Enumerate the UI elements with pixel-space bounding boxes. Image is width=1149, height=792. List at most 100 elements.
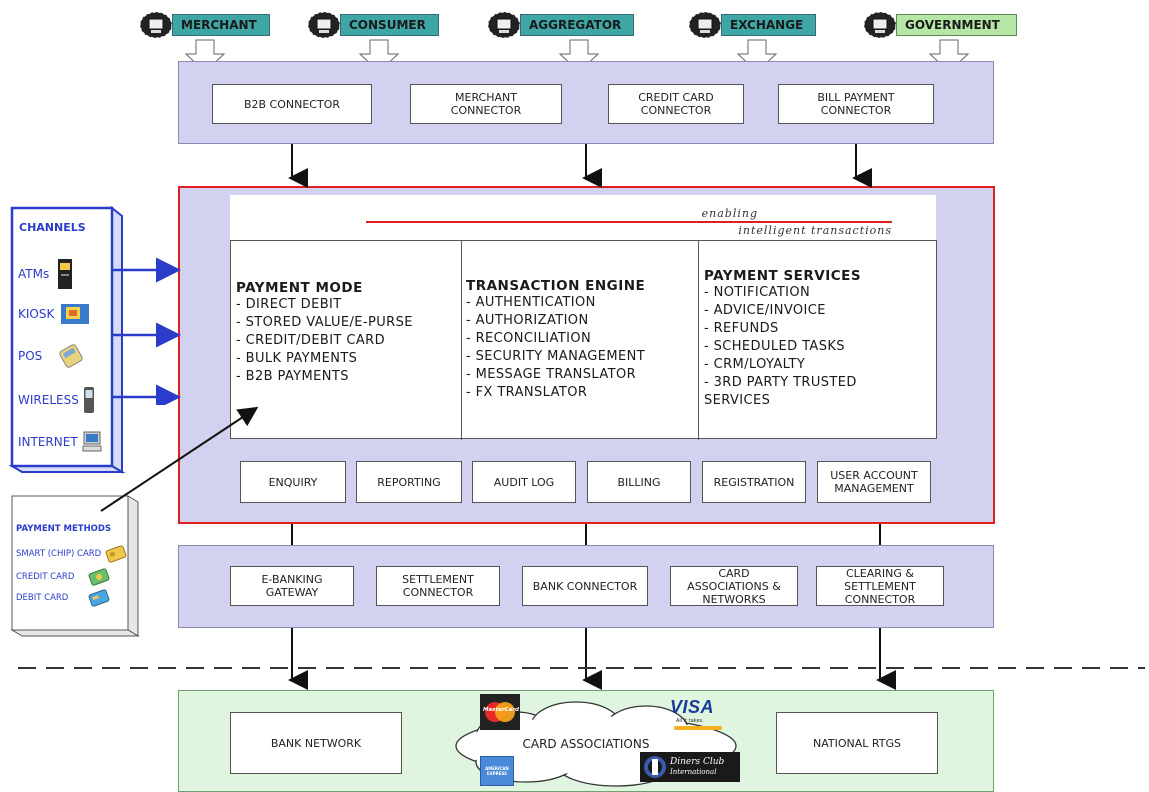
mastercard-logo: MasterCard <box>480 694 520 730</box>
merchant-connector: MERCHANT CONNECTOR <box>410 84 562 124</box>
payment-method-label: CREDIT CARD <box>16 572 75 582</box>
audit-log-box: AUDIT LOG <box>472 461 576 503</box>
bill-payment-connector-line1: BILL PAYMENT <box>817 91 895 104</box>
clearing-line2: SETTLEMENT <box>844 579 916 593</box>
list-item: SERVICES <box>704 393 771 408</box>
entity-aggregator: AGGREGATOR <box>486 10 635 40</box>
list-item: - AUTHENTICATION <box>466 295 596 310</box>
black-arrow <box>100 406 259 512</box>
tagline-red-line <box>366 221 892 223</box>
settlement-line1: SETTLEMENT <box>402 573 474 586</box>
list-item: - ADVICE/INVOICE <box>704 303 826 318</box>
tagline-line2: intelligent transactions <box>738 224 892 237</box>
mobile-phone-icon <box>83 387 94 413</box>
b2b-connector-label: B2B CONNECTOR <box>243 97 341 111</box>
channel-label: POS <box>18 349 43 363</box>
diners-line1: Diners Club <box>670 757 725 767</box>
kiosk-icon <box>61 304 90 324</box>
list-item: - CRM/LOYALTY <box>704 357 806 372</box>
tagline-line1: enabling <box>701 207 758 220</box>
payment-method-debit-card: DEBIT CARD <box>16 588 110 608</box>
audit-log-label: AUDIT LOG <box>493 475 555 489</box>
reporting-box: REPORTING <box>356 461 462 503</box>
bank-network-box: BANK NETWORK <box>230 712 402 774</box>
entity-merchant: MERCHANT <box>138 10 270 40</box>
transaction-engine-list: - AUTHENTICATION - AUTHORIZATION - RECON… <box>466 294 698 402</box>
channel-wireless: WIRELESS <box>18 386 95 414</box>
payment-mode-list: - DIRECT DEBIT - STORED VALUE/E-PURSE - … <box>236 296 458 386</box>
list-item: - AUTHORIZATION <box>466 313 589 328</box>
entity-label: AGGREGATOR <box>520 14 635 36</box>
billing-label: BILLING <box>617 475 661 489</box>
user-account-box: USER ACCOUNT MANAGEMENT <box>817 461 931 503</box>
bank-connector-label: BANK CONNECTOR <box>532 579 638 593</box>
list-item: - B2B PAYMENTS <box>236 369 349 384</box>
list-item: - SCHEDULED TASKS <box>704 339 845 354</box>
payment-services-list: - NOTIFICATION - ADVICE/INVOICE - REFUND… <box>704 284 934 410</box>
ebanking-line2: GATEWAY <box>265 586 319 599</box>
national-rtgs-box: NATIONAL RTGS <box>776 712 938 774</box>
visa-tagline: All it takes. <box>676 718 704 724</box>
credit-card-connector: CREDIT CARD CONNECTOR <box>608 84 744 124</box>
payment-mode-title: PAYMENT MODE <box>236 280 363 296</box>
payment-method-smart-card: SMART (CHIP) CARD <box>16 544 127 564</box>
visa-logo: VISA <box>670 697 715 717</box>
channel-internet: INTERNET <box>18 430 103 454</box>
globe-network-icon <box>487 11 521 39</box>
diners-club-text: Diners Club International <box>670 757 724 777</box>
enquiry-box: ENQUIRY <box>240 461 346 503</box>
transaction-engine-title: TRANSACTION ENGINE <box>466 278 646 294</box>
tagline-panel <box>230 195 936 240</box>
amex-text: AMERICAN EXPRESS <box>485 766 509 776</box>
payment-methods-3d-box <box>10 495 140 637</box>
merchant-connector-line1: MERCHANT <box>455 91 517 104</box>
bank-network-label: BANK NETWORK <box>270 736 362 750</box>
mastercard-icon <box>485 702 515 722</box>
bank-connector-box: BANK CONNECTOR <box>522 566 648 606</box>
column-divider <box>461 241 462 440</box>
entity-label: MERCHANT <box>172 14 270 36</box>
payment-method-credit-card: CREDIT CARD <box>16 567 110 587</box>
b2b-connector: B2B CONNECTOR <box>212 84 372 124</box>
ebanking-gateway-box: E-BANKING GATEWAY <box>230 566 354 606</box>
entity-government: GOVERNMENT <box>862 10 1017 40</box>
debit-card-icon <box>88 589 110 607</box>
clearing-settlement-box: CLEARING & SETTLEMENT CONNECTOR <box>816 566 944 606</box>
bill-payment-connector-line2: CONNECTOR <box>820 104 892 117</box>
list-item: - MESSAGE TRANSLATOR <box>466 367 637 382</box>
entity-consumer: CONSUMER <box>306 10 439 40</box>
user-account-line1: USER ACCOUNT <box>830 469 918 482</box>
credit-card-connector-line1: CREDIT CARD <box>638 91 714 104</box>
payment-methods-title: PAYMENT METHODS <box>16 524 112 534</box>
list-item: - NOTIFICATION <box>704 285 811 300</box>
channel-atms: ATMs <box>18 258 73 290</box>
national-rtgs-label: NATIONAL RTGS <box>813 736 901 750</box>
channel-label: WIRELESS <box>18 393 79 407</box>
core-columns <box>230 240 937 440</box>
registration-label: REGISTRATION <box>713 475 795 489</box>
payment-method-label: SMART (CHIP) CARD <box>16 549 102 559</box>
list-item: - SECURITY MANAGEMENT <box>466 349 646 364</box>
globe-network-icon <box>307 11 341 39</box>
computer-icon <box>82 431 102 452</box>
registration-box: REGISTRATION <box>702 461 806 503</box>
card-associations-networks-box: CARD ASSOCIATIONS & NETWORKS <box>670 566 798 606</box>
visa-swoosh <box>674 726 722 730</box>
merchant-connector-line2: CONNECTOR <box>450 104 522 117</box>
payment-services-title: PAYMENT SERVICES <box>704 268 862 284</box>
diners-line2: International <box>670 768 717 776</box>
amex-logo: AMERICAN EXPRESS <box>480 756 514 786</box>
entity-label: EXCHANGE <box>721 14 817 36</box>
list-item: - STORED VALUE/E-PURSE <box>236 315 413 330</box>
channels-3d-box <box>8 205 126 474</box>
list-item: - CREDIT/DEBIT CARD <box>236 333 385 348</box>
transaction-engine-column: TRANSACTION ENGINE - AUTHENTICATION - AU… <box>466 278 698 402</box>
clearing-line1: CLEARING & <box>846 566 914 580</box>
atm-icon <box>58 259 73 289</box>
user-account-line2: MANAGEMENT <box>834 482 914 495</box>
reporting-label: REPORTING <box>377 475 441 489</box>
payment-method-label: DEBIT CARD <box>16 593 69 603</box>
list-item: - DIRECT DEBIT <box>236 297 342 312</box>
channel-label: KIOSK <box>18 307 55 321</box>
